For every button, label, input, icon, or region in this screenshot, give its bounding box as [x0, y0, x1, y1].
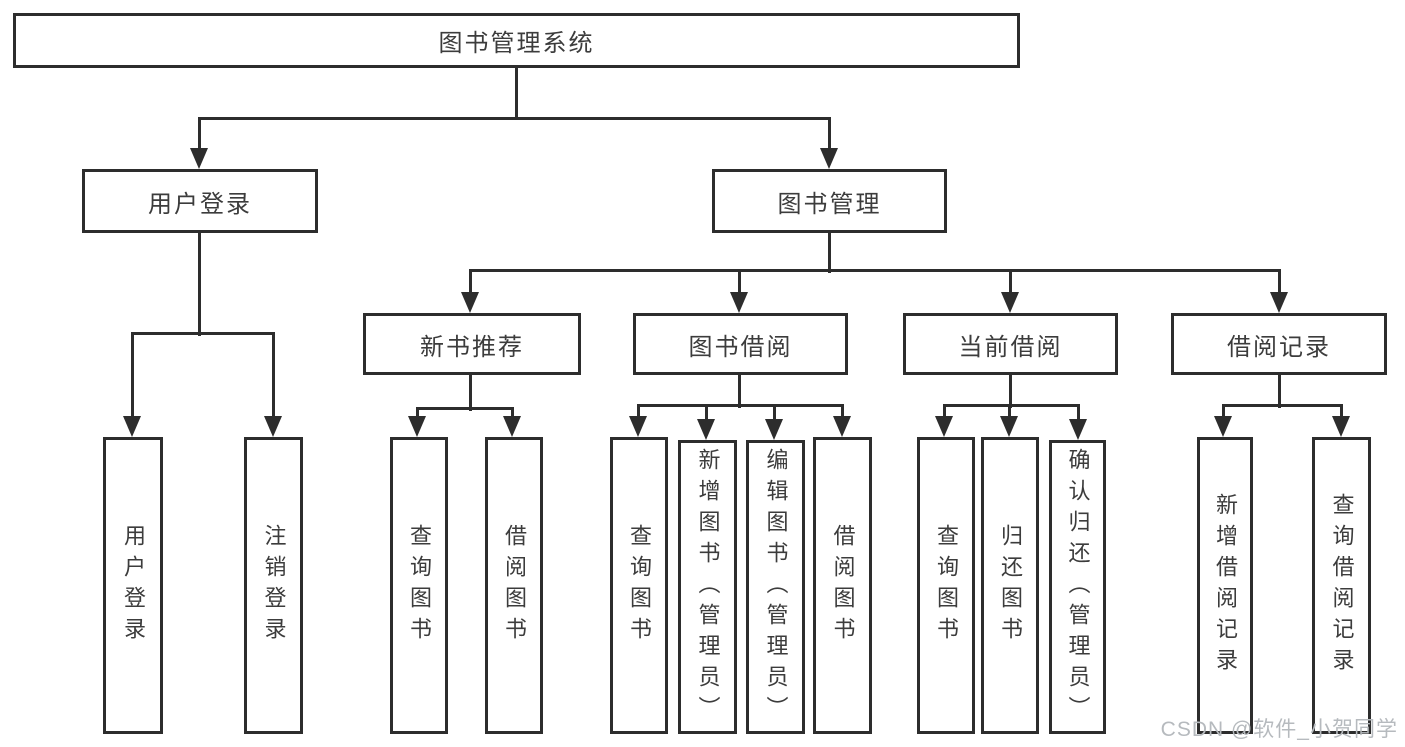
leaf-add-borrow-record: 新增借阅记录 — [1197, 437, 1253, 734]
arrow-down-icon — [629, 416, 647, 437]
connector-line — [942, 403, 1080, 407]
arrow-down-icon — [461, 292, 479, 313]
node-label: 图书管理 — [777, 190, 882, 218]
leaf-label: 新增图书（管理员） — [695, 447, 721, 727]
arrow-down-icon — [1332, 416, 1350, 437]
connector-line — [514, 68, 518, 120]
arrow-down-icon — [190, 148, 208, 169]
connector-line — [1221, 403, 1343, 407]
node-label: 图书借阅 — [688, 333, 793, 361]
connector-line — [197, 233, 201, 336]
connector-line — [1221, 405, 1225, 418]
arrow-down-icon — [1000, 416, 1018, 437]
connector-line — [468, 268, 1281, 272]
connector-line — [840, 405, 844, 418]
arrow-down-icon — [833, 416, 851, 437]
leaf-label: 确认归还（管理员） — [1065, 447, 1091, 727]
leaf-user-login: 用户登录 — [103, 437, 163, 734]
connector-line — [737, 270, 741, 294]
connector-line — [468, 270, 472, 294]
connector-line — [636, 403, 844, 407]
arrow-down-icon — [264, 416, 282, 437]
node-label: 当前借阅 — [958, 333, 1063, 361]
leaf-add-books-admin: 新增图书（管理员） — [678, 440, 737, 734]
arrow-down-icon — [1270, 292, 1288, 313]
arrow-down-icon — [935, 416, 953, 437]
node-book-management: 图书管理 — [712, 169, 947, 233]
connector-line — [1008, 375, 1012, 408]
connector-line — [130, 333, 134, 418]
connector-line — [1339, 405, 1343, 418]
node-current-borrowing: 当前借阅 — [903, 313, 1118, 375]
leaf-borrow-books-recommend: 借阅图书 — [485, 437, 543, 734]
connector-line — [942, 405, 946, 418]
arrow-down-icon — [820, 148, 838, 169]
node-borrow-records: 借阅记录 — [1171, 313, 1387, 375]
leaf-label: 注销登录 — [261, 523, 287, 648]
leaf-edit-books-admin: 编辑图书（管理员） — [746, 440, 805, 734]
connector-line — [468, 375, 472, 411]
leaf-label: 用户登录 — [121, 523, 146, 648]
arrow-down-icon — [123, 416, 141, 437]
node-library-management-system: 图书管理系统 — [13, 13, 1020, 68]
leaf-borrow-books: 借阅图书 — [813, 437, 872, 734]
arrow-down-icon — [730, 292, 748, 313]
node-label: 新书推荐 — [420, 333, 524, 361]
connector-line — [415, 408, 419, 418]
leaf-query-borrow-record: 查询借阅记录 — [1312, 437, 1371, 734]
connector-line — [1277, 270, 1281, 294]
leaf-label: 查询图书 — [934, 523, 959, 648]
arrow-down-icon — [697, 419, 715, 440]
connector-line — [415, 406, 514, 410]
leaf-return-books: 归还图书 — [981, 437, 1039, 734]
node-label: 图书管理系统 — [438, 30, 595, 57]
connector-line — [704, 405, 708, 421]
leaf-label: 新增借阅记录 — [1213, 492, 1238, 679]
leaf-query-books-recommend: 查询图书 — [390, 437, 448, 734]
node-book-borrowing: 图书借阅 — [633, 313, 848, 375]
arrow-down-icon — [1001, 292, 1019, 313]
connector-line — [510, 408, 514, 418]
leaf-label: 借阅图书 — [830, 523, 856, 648]
node-new-book-recommend: 新书推荐 — [363, 313, 581, 375]
connector-line — [130, 331, 275, 335]
connector-line — [1277, 375, 1281, 408]
leaf-logout: 注销登录 — [244, 437, 303, 734]
leaf-query-books-current: 查询图书 — [917, 437, 975, 734]
connector-line — [636, 405, 640, 418]
connector-line — [1076, 405, 1080, 421]
node-label: 借阅记录 — [1227, 333, 1331, 361]
connector-line — [737, 375, 741, 408]
node-label: 用户登录 — [148, 190, 252, 218]
leaf-label: 查询图书 — [627, 523, 652, 648]
leaf-label: 编辑图书（管理员） — [763, 447, 789, 727]
connector-line — [271, 333, 275, 418]
connector-line — [772, 405, 776, 421]
arrow-down-icon — [503, 416, 521, 437]
connector-line — [827, 118, 831, 150]
arrow-down-icon — [1069, 419, 1087, 440]
node-user-login: 用户登录 — [82, 169, 318, 233]
connector-line — [197, 116, 831, 120]
leaf-confirm-return-admin: 确认归还（管理员） — [1049, 440, 1106, 734]
leaf-label: 借阅图书 — [502, 523, 527, 648]
arrow-down-icon — [765, 419, 783, 440]
leaf-label: 查询图书 — [407, 523, 432, 648]
connector-line — [1008, 270, 1012, 294]
connector-line — [1007, 405, 1011, 418]
connector-line — [827, 233, 831, 273]
arrow-down-icon — [408, 416, 426, 437]
arrow-down-icon — [1214, 416, 1232, 437]
leaf-label: 归还图书 — [998, 523, 1023, 648]
leaf-query-books-borrowing: 查询图书 — [610, 437, 668, 734]
connector-line — [197, 118, 201, 150]
leaf-label: 查询借阅记录 — [1329, 492, 1355, 679]
